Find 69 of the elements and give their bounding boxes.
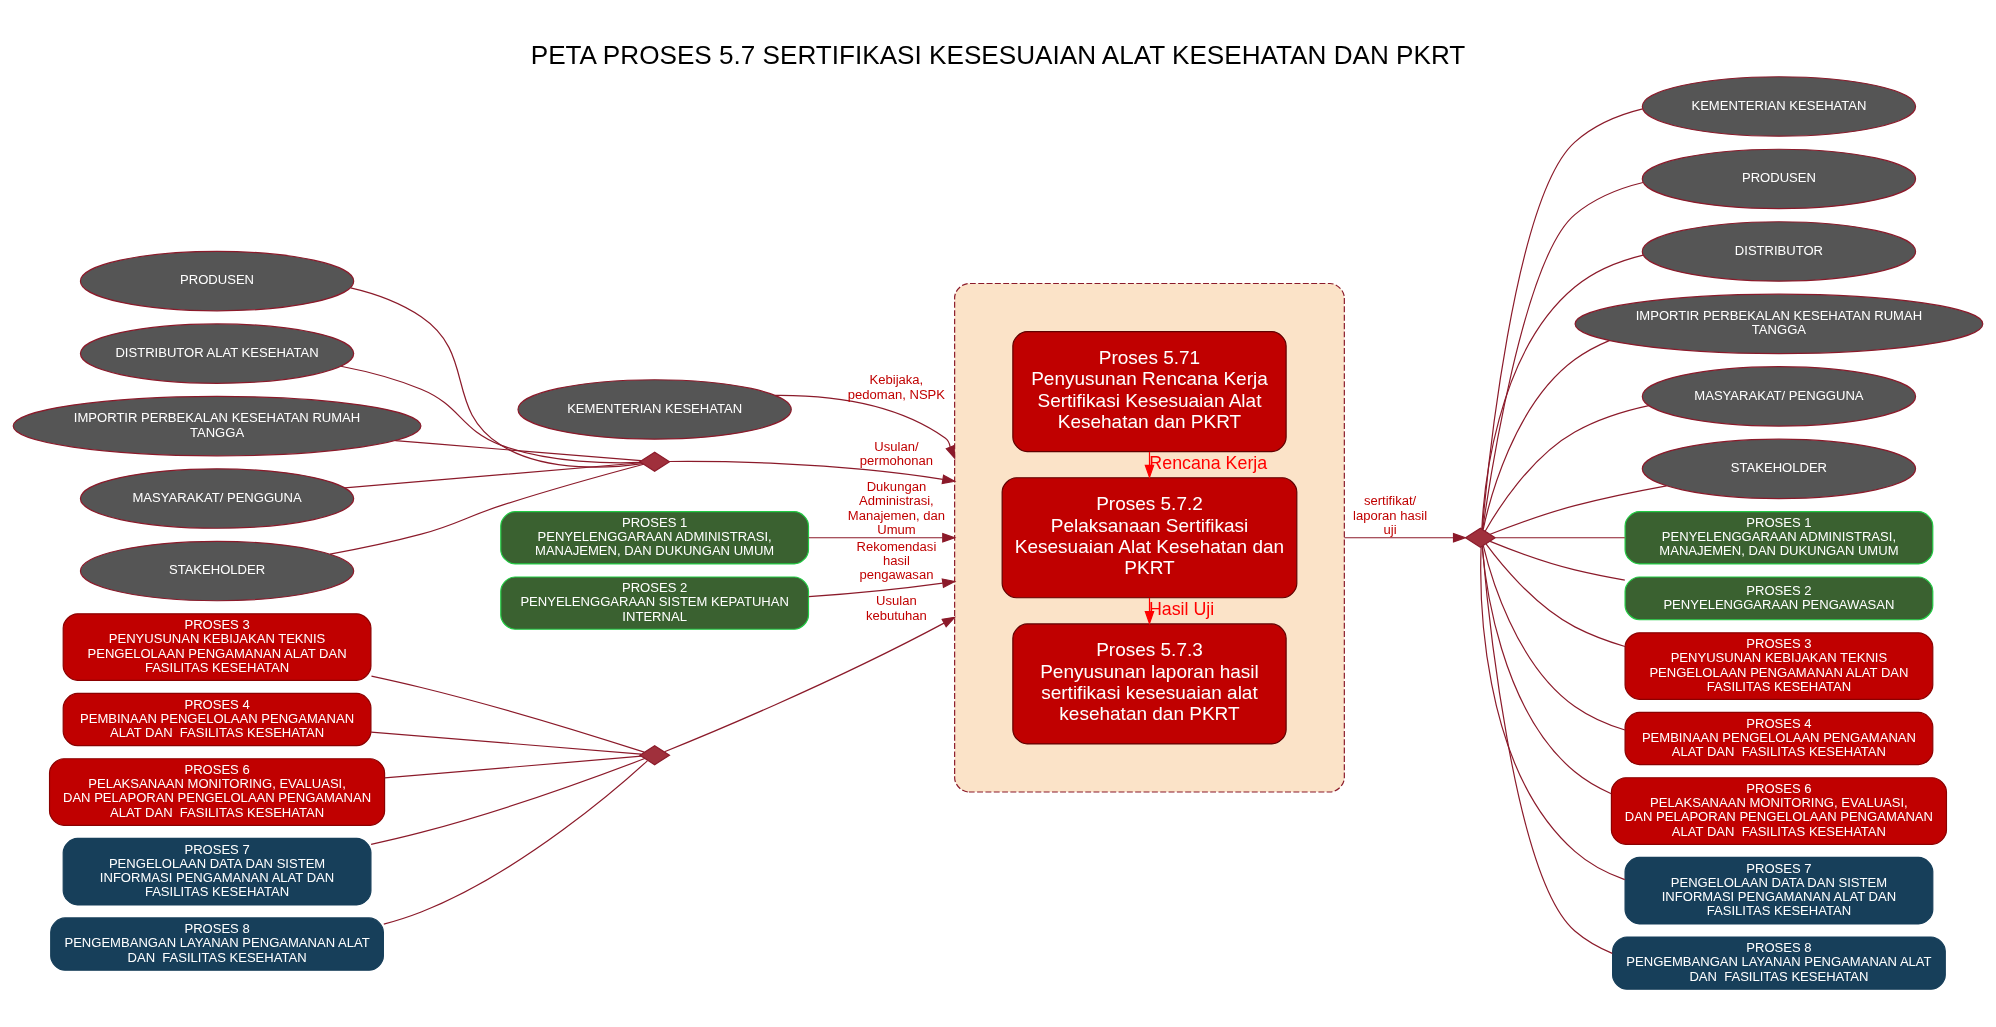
connector — [1489, 540, 1626, 581]
arrow — [808, 532, 957, 543]
arrow — [668, 460, 957, 484]
connector — [1485, 543, 1626, 647]
connector — [1484, 404, 1650, 532]
node-box: PROSES 7 PENGELOLAAN DATA DAN SISTEM INFORMASI PENGAMANAN ALAT DAN FASILITAS KESEHATAN — [1624, 856, 1934, 924]
node-ellipse: PRODUSEN — [79, 250, 355, 311]
arrow — [1343, 532, 1468, 543]
arrow — [663, 616, 957, 752]
node-ellipse: IMPORTIR PERBEKALAN KESEHATAN RUMAH TANGGA — [12, 395, 422, 456]
edge-label: sertifikat/ laporan hasil uji — [1353, 492, 1428, 537]
node-ellipse: STAKEHOLDER — [79, 540, 355, 601]
node-diamond — [638, 451, 671, 472]
arrow — [774, 394, 956, 460]
node-ellipse: STAKEHOLDER — [1641, 438, 1917, 499]
connector — [329, 463, 645, 555]
connector — [1481, 107, 1644, 530]
connector — [1489, 484, 1668, 535]
node-ellipse: PRODUSEN — [1641, 148, 1917, 209]
connector — [1494, 536, 1626, 538]
node-box: PROSES 6 PELAKSANAAN MONITORING, EVALUASI, DAN PELAPORAN PENGELOLAAN PENGAMANAN ALAT DAN FASILITAS KESEHATAN — [1610, 776, 1948, 845]
node-box: PROSES 4 PEMBINAAN PENGELOLAAN PENGAMANAN ALAT DAN FASILITAS KESEHATAN — [1624, 711, 1934, 765]
node-box: PROSES 6 PELAKSANAAN MONITORING, EVALUASI, DAN PELAPORAN PENGELOLAAN PENGAMANAN ALAT DAN FASILITAS KESEHATAN — [48, 757, 386, 826]
node-ellipse: DISTRIBUTOR — [1641, 220, 1917, 282]
node-box: PROSES 3 PENYUSUNAN KEBIJAKAN TEKNIS PENGELOLAAN PENGAMANAN ALAT DAN FASILITAS KESEHATAN — [62, 612, 372, 681]
edge-label: Usulan kebutuhan — [865, 592, 927, 622]
edge-label: Rencana Kerja — [1149, 452, 1268, 473]
node-box: PROSES 1 PENYELENGGARAAN ADMINISTRASI, MANAJEMEN, DAN DUKUNGAN UMUM — [1624, 510, 1934, 564]
node-box: Proses 5.7.3 Penyusunan laporan hasil sertifikasi kesesuaian alat kesehatan dan PKRT — [1012, 622, 1287, 744]
connector — [350, 286, 643, 468]
connector — [383, 759, 649, 925]
node-ellipse: MASYARAKAT/ PENGGUNA — [1641, 365, 1917, 427]
node-ellipse: DISTRIBUTOR ALAT KESEHATAN — [79, 322, 355, 384]
edge-label: Kebijaka, pedoman, NSPK — [847, 371, 946, 402]
connector — [394, 439, 642, 461]
node-box: PROSES 3 PENYUSUNAN KEBIJAKAN TEKNIS PENGELOLAAN PENGAMANAN ALAT DAN FASILITAS KESEHATAN — [1624, 631, 1934, 700]
node-ellipse: KEMENTERIAN KESEHATAN — [1641, 75, 1917, 137]
connector — [1481, 545, 1613, 954]
node-box: PROSES 7 PENGELOLAAN DATA DAN SISTEM INFORMASI PENGAMANAN ALAT DAN FASILITAS KESEHATAN — [62, 837, 372, 905]
node-box: PROSES 1 PENYELENGGARAAN ADMINISTRASI, MANAJEMEN, DAN DUKUNGAN UMUM — [500, 510, 810, 564]
node-ellipse: KEMENTERIAN KESEHATAN — [517, 378, 792, 440]
connector — [384, 755, 642, 779]
node-box: Proses 5.7.2 Pelaksanaan Sertifikasi Kesesuaian Alat Kesehatan dan PKRT — [1001, 476, 1298, 598]
edge-label: Dukungan Administrasi, Manajemen, dan Umum — [847, 478, 946, 537]
node-ellipse: MASYARAKAT/ PENGGUNA — [79, 467, 355, 529]
connector — [340, 365, 642, 463]
connector — [370, 757, 646, 845]
node-box: PROSES 2 PENYELENGGARAAN PENGAWASAN — [1624, 575, 1934, 620]
node-diamond — [1464, 527, 1497, 548]
node-ellipse: IMPORTIR PERBEKALAN KESEHATAN RUMAH TANGGA — [1574, 293, 1984, 354]
connector — [1480, 546, 1626, 880]
edge-label: Usulan/ permohonan — [859, 438, 934, 468]
cluster — [954, 282, 1345, 793]
node-box: PROSES 4 PEMBINAAN PENGELOLAAN PENGAMANAN ALAT DAN FASILITAS KESEHATAN — [62, 692, 372, 746]
node-box: Proses 5.71 Penyusunan Rencana Kerja Sertifikasi Kesesuaian Alat Kesehatan dan PKRT — [1012, 330, 1287, 452]
arrow — [808, 577, 957, 597]
node-box: PROSES 2 PENYELENGGARAAN SISTEM KEPATUHAN INTERNAL — [500, 575, 810, 630]
node-diamond — [638, 744, 671, 765]
diagram-title: PETA PROSES 5.7 SERTIFIKASI KESESUAIAN ALAT KESEHATAN DAN PKRT — [530, 39, 1466, 70]
connector — [370, 730, 642, 755]
edge-label: Rekomendasi hasil pengawasan — [856, 538, 937, 582]
node-box: PROSES 8 PENGEMBANGAN LAYANAN PENGAMANAN ALAT DAN FASILITAS KESEHATAN — [1612, 935, 1946, 990]
node-box: PROSES 8 PENGEMBANGAN LAYANAN PENGAMANAN ALAT DAN FASILITAS KESEHATAN — [50, 916, 384, 971]
connector — [344, 461, 642, 488]
connector — [1481, 254, 1644, 530]
connector — [1482, 544, 1626, 731]
connector — [370, 675, 645, 753]
connector — [1482, 339, 1610, 530]
connector — [1482, 181, 1644, 530]
